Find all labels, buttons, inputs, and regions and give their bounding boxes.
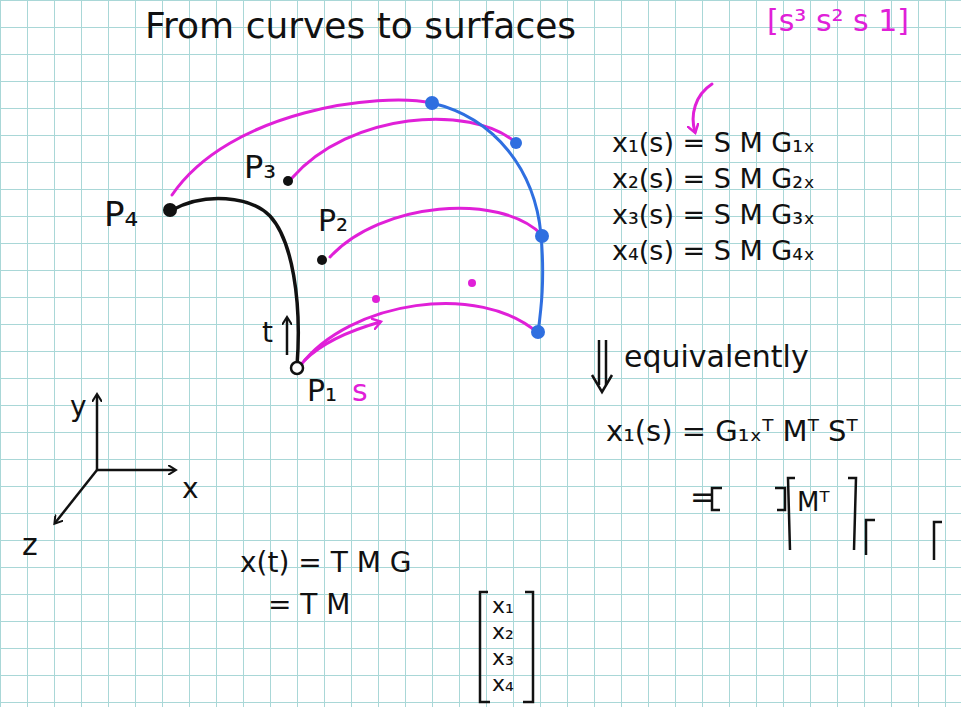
equation: = T M (268, 590, 351, 621)
note: equivalently (624, 340, 809, 373)
basis-row: [s³ s² s 1] (767, 4, 909, 37)
point-label: P₂ (318, 204, 348, 237)
parameter-label: s (352, 374, 368, 407)
parameter-label: t (262, 318, 273, 349)
point-label: P₁ (307, 374, 337, 407)
axis-label: z (22, 528, 38, 561)
vector-entry: x₄ (492, 672, 514, 696)
equation: x₄(s) = S M G₄ₓ (612, 236, 815, 266)
equation: x₁(s) = S M G₁ₓ (612, 128, 815, 158)
equation: x₃(s) = S M G₃ₓ (612, 200, 815, 230)
point-label: P₄ (104, 196, 138, 233)
axis-label: y (70, 392, 87, 423)
point-label: P₃ (244, 150, 276, 185)
equation: x₂(s) = S M G₂ₓ (612, 164, 815, 194)
equation: x(t) = T M G (240, 548, 411, 579)
vector-entry: x₃ (492, 646, 514, 670)
title: From curves to surfaces (145, 6, 576, 46)
vector-entry: x₁ (492, 594, 514, 618)
equation: x₁(s) = G₁ₓᵀ Mᵀ Sᵀ (606, 416, 858, 448)
axis-label: x (182, 474, 199, 505)
vector-entry: x₂ (492, 620, 514, 644)
matrix-label: Mᵀ (797, 488, 829, 517)
equation: = (690, 480, 715, 513)
